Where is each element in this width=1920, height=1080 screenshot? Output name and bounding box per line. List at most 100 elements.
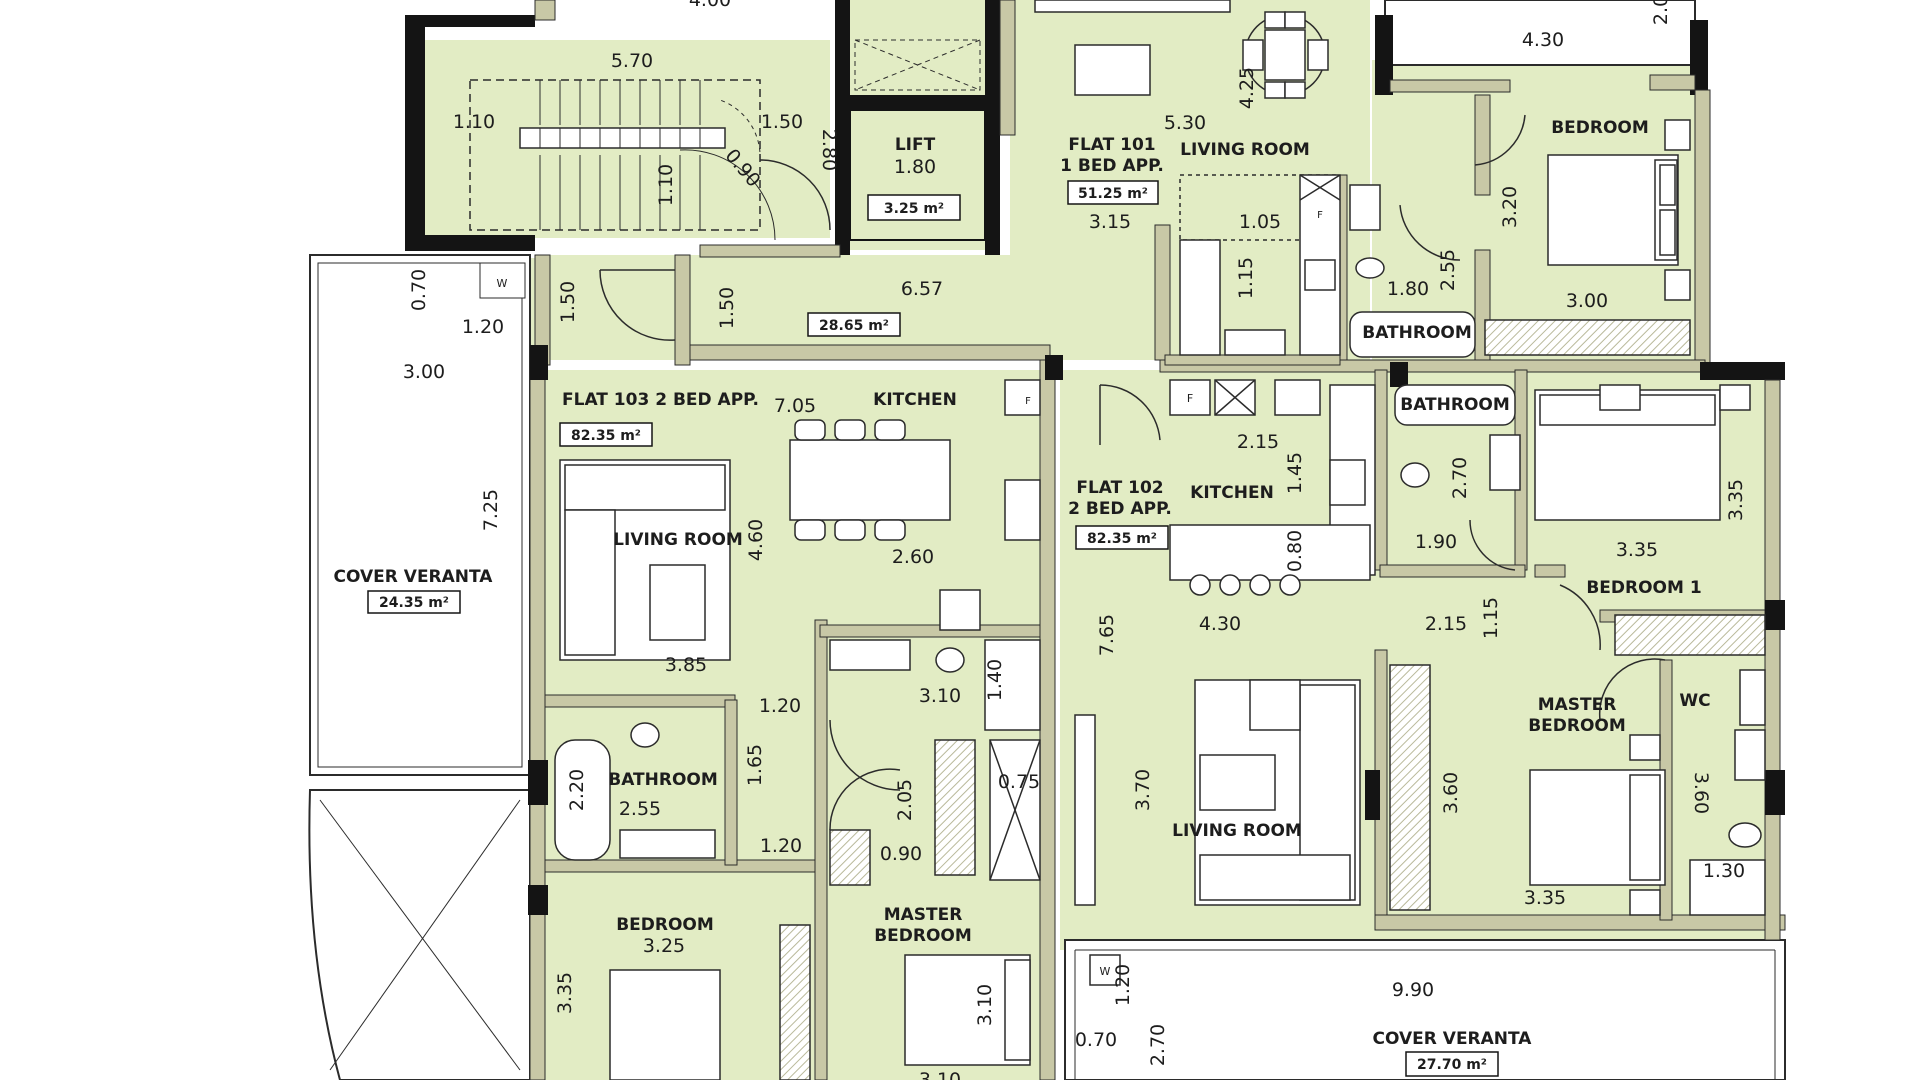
dim-f103-bath2-h: 1.40 xyxy=(984,659,1006,701)
dim-kitchen101-w: 1.05 xyxy=(1239,211,1281,233)
dim-bath101-w: 1.80 xyxy=(1387,278,1429,300)
label-flat102-type: 2 BED APP. xyxy=(1068,499,1172,519)
label-kitchen-103: KITCHEN xyxy=(873,390,957,410)
dim-f103-closet-h: 2.05 xyxy=(894,779,916,821)
label-living-102: LIVING ROOM xyxy=(1172,821,1302,841)
area-corridor: 28.65 m² xyxy=(819,318,889,334)
dim-stair-e: 2.80 xyxy=(818,129,840,171)
area-box-flat102 xyxy=(1075,525,1169,550)
dim-f102-bath-h: 2.70 xyxy=(1449,457,1471,499)
walls xyxy=(405,0,1786,1080)
dim-f102-living-w: 4.30 xyxy=(1199,613,1241,635)
dim-hall101: 3.15 xyxy=(1089,211,1131,233)
area-veranta-left: 24.35 m² xyxy=(379,595,449,611)
sofa xyxy=(1034,0,1231,13)
dim-f102-hall-h: 1.15 xyxy=(1480,597,1502,639)
dim-bed101-w: 3.00 xyxy=(1566,290,1608,312)
dim-f103-closet-w: 0.90 xyxy=(880,843,922,865)
area-box-flat103 xyxy=(559,422,653,447)
dim-f103-hall: 1.20 xyxy=(760,835,802,857)
dim-f102-kit-w: 2.15 xyxy=(1237,431,1279,453)
dim-living101-w: 5.30 xyxy=(1164,112,1206,134)
area-flat101: 51.25 m² xyxy=(1078,186,1148,202)
dim-f102-living-h: 3.70 xyxy=(1132,769,1154,811)
dim-f102-h: 7.65 xyxy=(1096,614,1118,656)
dim-top-cut: 4.00 xyxy=(689,0,731,11)
label-bathroom-102: BATHROOM xyxy=(1400,395,1510,415)
dim-kitchen101-h: 1.15 xyxy=(1235,257,1257,299)
dim-stair-a: 1.10 xyxy=(453,111,495,133)
area-flat103: 82.35 m² xyxy=(571,428,641,444)
dim-f102-master-h: 3.60 xyxy=(1440,772,1462,814)
label-master-103-a: MASTER xyxy=(884,905,963,925)
dim-stair-b: 1.50 xyxy=(761,111,803,133)
dim-f103-shower: 0.75 xyxy=(998,771,1040,793)
dim-ver-a: 0.70 xyxy=(408,269,430,311)
dim-corr-h2: 1.50 xyxy=(716,287,738,329)
dim-bed101-h: 3.20 xyxy=(1499,186,1521,228)
dim-lift-w: 1.80 xyxy=(894,156,936,178)
veranta-left xyxy=(309,254,531,776)
dim-top-right-cut: 4.30 xyxy=(1522,29,1564,51)
fixture-fridge-a: F xyxy=(1317,210,1323,221)
fixture-letters: W W F F F xyxy=(479,210,1323,978)
dim-f102-master-w: 3.35 xyxy=(1524,887,1566,909)
dim-stair-w: 5.70 xyxy=(611,50,653,72)
dim-stair-c: 1.10 xyxy=(655,164,677,206)
fixture-washer-a: W xyxy=(497,277,508,290)
label-veranta-left: COVER VERANTA xyxy=(334,567,494,587)
area-box-lift xyxy=(867,194,961,221)
dim-top-right-vert: 2.0 xyxy=(1650,0,1672,25)
dimensions: 4.00 4.30 2.0 5.70 1.10 1.50 1.10 0.90 2… xyxy=(403,0,1747,1080)
label-bathroom-101: BATHROOM xyxy=(1362,323,1472,343)
label-flat102: FLAT 102 xyxy=(1076,478,1163,498)
dim-f103-bath-side: 2.20 xyxy=(566,769,588,811)
label-flat103: FLAT 103 2 BED APP. xyxy=(562,390,759,410)
area-flat102: 82.35 m² xyxy=(1087,531,1157,547)
label-living-103: LIVING ROOM xyxy=(613,530,743,550)
area-boxes xyxy=(367,180,1499,1077)
label-bedroom1-102: BEDROOM 1 xyxy=(1586,578,1701,598)
dim-corr-h1: 1.50 xyxy=(557,281,579,323)
dim-f103-bath-top: 1.20 xyxy=(759,695,801,717)
floor-corridor xyxy=(545,255,1155,360)
label-lift: LIFT xyxy=(895,135,936,155)
dim-f103-living-w: 3.85 xyxy=(665,654,707,676)
dim-f102-wc-h: 3.60 xyxy=(1690,772,1712,814)
fixture-fridge-c: F xyxy=(1025,396,1031,407)
label-wc-102: WC xyxy=(1679,691,1710,711)
dim-living101-h: 4.25 xyxy=(1236,67,1258,109)
dim-f102-wc-w: 1.30 xyxy=(1703,860,1745,882)
fixture-fridge-b: F xyxy=(1187,392,1193,405)
coffee-table xyxy=(1074,44,1151,96)
room-labels: LIFT FLAT 101 1 BED APP. LIVING ROOM BED… xyxy=(334,118,1711,1049)
area-box-veranta-left xyxy=(367,590,461,614)
verandas xyxy=(308,0,1786,1080)
dim-f102-bed1-h: 3.35 xyxy=(1725,479,1747,521)
dim-bath101-h: 2.55 xyxy=(1437,249,1459,291)
staircase xyxy=(469,79,776,241)
label-living-top: LIVING ROOM xyxy=(1180,140,1310,160)
dim-f103-bed-w: 3.25 xyxy=(643,935,685,957)
label-master-102-b: BEDROOM xyxy=(1528,716,1626,736)
dim-f103-bath-h: 1.65 xyxy=(744,744,766,786)
fixture-washer-b: W xyxy=(1100,965,1111,978)
area-lift: 3.25 m² xyxy=(884,201,944,217)
dim-f103-master-h: 3.10 xyxy=(974,984,996,1026)
label-master-103-b: BEDROOM xyxy=(874,926,972,946)
area-box-veranta-bottom xyxy=(1405,1051,1499,1077)
dim-f103-bath2-w: 3.10 xyxy=(919,685,961,707)
area-veranta-bottom: 27.70 m² xyxy=(1417,1057,1487,1073)
dim-f102-hall-w: 2.15 xyxy=(1425,613,1467,635)
dim-corr-w: 6.57 xyxy=(901,278,943,300)
wardrobe xyxy=(1484,319,1691,356)
dim-ver-b: 1.20 xyxy=(462,316,504,338)
dim-ver-h: 7.25 xyxy=(480,489,502,531)
dining-table xyxy=(789,439,951,521)
label-flat101-type: 1 BED APP. xyxy=(1060,156,1164,176)
label-master-102-a: MASTER xyxy=(1538,695,1617,715)
label-kitchen-102: KITCHEN xyxy=(1190,483,1274,503)
area-box-corridor xyxy=(807,312,901,337)
